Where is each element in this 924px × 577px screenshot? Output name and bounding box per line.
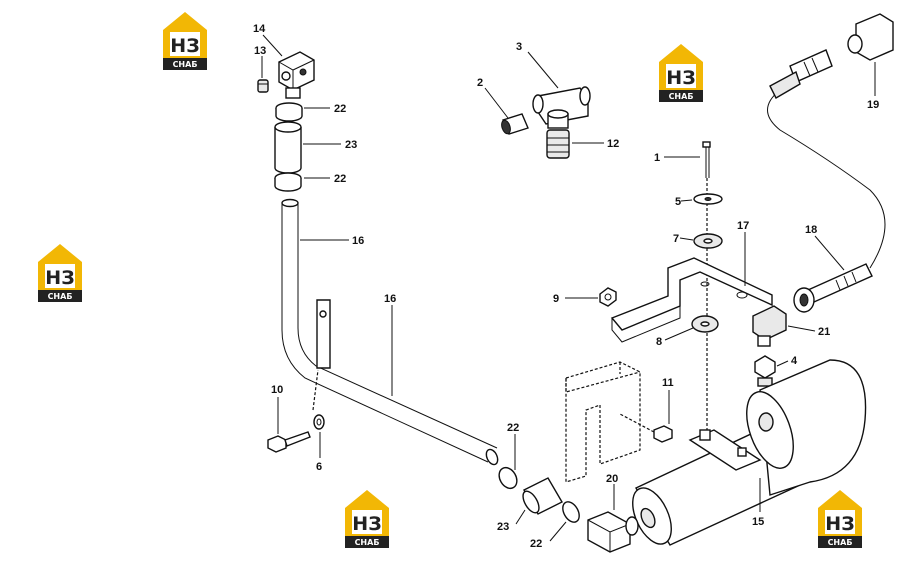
svg-text:СНАБ: СНАБ xyxy=(669,92,694,101)
callout-22: 22 xyxy=(507,422,519,434)
callout-15: 15 xyxy=(752,516,764,528)
callout-22: 22 xyxy=(530,538,542,550)
tube-bracket-part xyxy=(316,299,331,369)
callout-17: 17 xyxy=(737,220,749,232)
callout-labels: 14 13 22 23 22 16 16 10 6 3 2 12 1 5 7 1… xyxy=(253,23,879,550)
pressure-switch-part xyxy=(769,13,894,99)
mounting-bracket-part xyxy=(610,257,773,343)
callout-23: 23 xyxy=(345,139,357,151)
callout-8: 8 xyxy=(656,336,662,348)
logo-watermark: НЗ СНАБ xyxy=(163,12,207,70)
callout-4: 4 xyxy=(791,355,798,367)
callout-5: 5 xyxy=(675,196,681,208)
union-fitting-part xyxy=(754,355,776,387)
callout-11: 11 xyxy=(662,377,674,389)
callout-22: 22 xyxy=(334,103,346,115)
callout-18: 18 xyxy=(805,224,817,236)
svg-text:СНАБ: СНАБ xyxy=(48,292,73,301)
sensor-cable xyxy=(767,89,886,269)
lock-washer-part xyxy=(693,233,723,249)
logo-watermark: НЗ СНАБ xyxy=(345,490,389,548)
callout-13: 13 xyxy=(254,45,266,57)
callout-1: 1 xyxy=(654,152,660,164)
adapter-part xyxy=(501,113,529,135)
callout-23: 23 xyxy=(497,521,509,533)
svg-text:СНАБ: СНАБ xyxy=(173,60,198,69)
callout-3: 3 xyxy=(516,41,522,53)
logo-watermark: НЗ СНАБ xyxy=(659,44,703,102)
svg-text:НЗ: НЗ xyxy=(666,67,695,89)
svg-text:СНАБ: СНАБ xyxy=(828,538,853,547)
fuel-filter-part xyxy=(632,359,867,546)
svg-text:НЗ: НЗ xyxy=(45,267,74,289)
nipple-fitting-part xyxy=(546,129,570,159)
callout-19: 19 xyxy=(867,99,879,111)
nut-part xyxy=(599,287,617,307)
hose-clamp-part xyxy=(498,466,518,490)
callout-16: 16 xyxy=(352,235,364,247)
elbow-connector-part xyxy=(752,305,787,347)
fuel-tube-part xyxy=(281,198,499,466)
engine-mount-outline xyxy=(565,361,641,483)
leader-lines xyxy=(261,34,876,542)
callout-7: 7 xyxy=(673,233,679,245)
bracket-bolt-part xyxy=(619,413,673,443)
callout-21: 21 xyxy=(818,326,830,338)
screw-part xyxy=(702,141,711,178)
bolt-part xyxy=(267,431,311,453)
logo-watermark: НЗ СНАБ xyxy=(818,490,862,548)
sensor-connector-part xyxy=(793,263,873,313)
callout-22: 22 xyxy=(334,173,346,185)
plug-part xyxy=(257,79,269,93)
callout-12: 12 xyxy=(607,138,619,150)
elbow-fitting-bottom-part xyxy=(587,511,639,553)
callout-14: 14 xyxy=(253,23,266,35)
callout-20: 20 xyxy=(606,473,618,485)
flat-washer-part xyxy=(693,193,723,205)
callout-2: 2 xyxy=(477,77,483,89)
callout-6: 6 xyxy=(316,461,322,473)
hose-sleeve-part xyxy=(274,121,302,174)
tee-fitting-part xyxy=(532,86,591,129)
elbow-fitting-part xyxy=(278,51,315,99)
svg-text:НЗ: НЗ xyxy=(825,513,854,535)
logo-watermark: НЗ СНАБ xyxy=(38,244,82,302)
star-washer-part xyxy=(691,315,719,333)
svg-text:СНАБ: СНАБ xyxy=(355,538,380,547)
hose-clamp-part xyxy=(275,102,303,122)
hose-sleeve-part xyxy=(522,477,563,515)
callout-10: 10 xyxy=(271,384,283,396)
callout-16: 16 xyxy=(384,293,396,305)
washer-part xyxy=(313,414,325,430)
svg-text:НЗ: НЗ xyxy=(170,35,199,57)
callout-9: 9 xyxy=(553,293,559,305)
hose-clamp-part xyxy=(274,172,302,192)
hose-clamp-part xyxy=(562,501,580,523)
svg-text:НЗ: НЗ xyxy=(352,513,381,535)
